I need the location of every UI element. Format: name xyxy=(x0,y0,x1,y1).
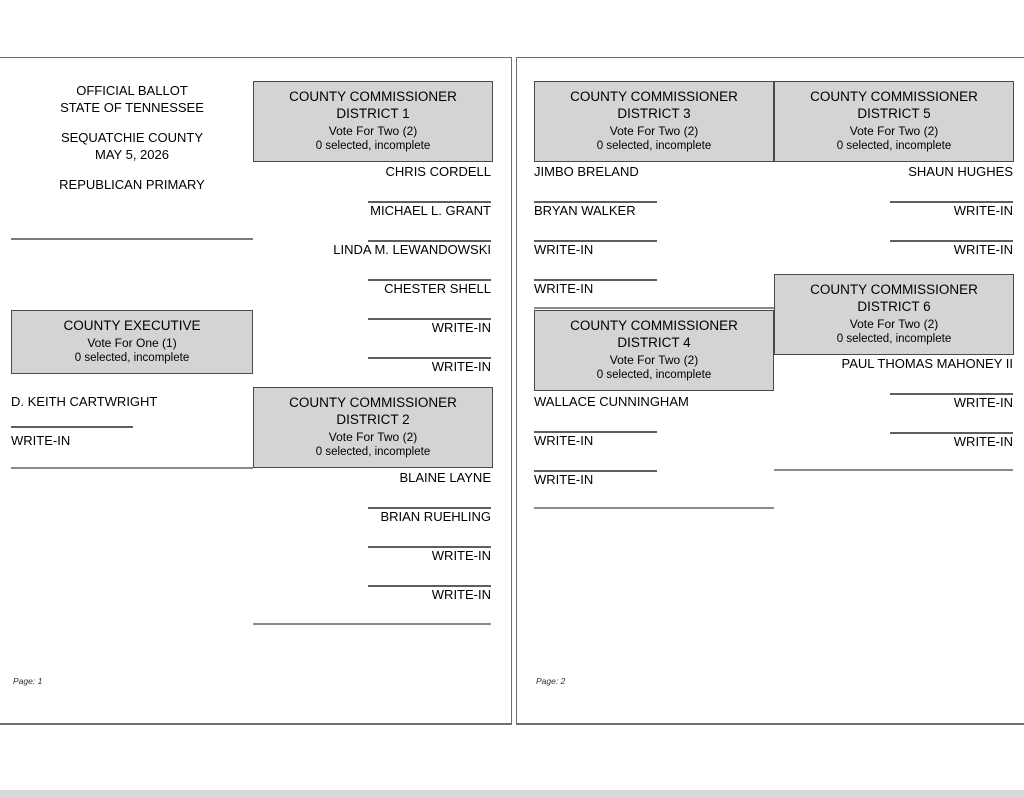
contest-status: 0 selected, incomplete xyxy=(836,333,952,345)
write-in-rule[interactable] xyxy=(890,240,1013,242)
contest-header-county-executive: COUNTY EXECUTIVE Vote For One (1) 0 sele… xyxy=(11,310,253,374)
ballot-header-line-5: REPUBLICAN PRIMARY xyxy=(59,177,205,192)
viewport-bottom-band xyxy=(0,790,1024,798)
contest-end-rule xyxy=(534,307,774,309)
candidate-michael-l-grant[interactable]: MICHAEL L. GRANT xyxy=(370,203,491,218)
contest-title-line-2: DISTRICT 3 xyxy=(617,106,691,121)
candidate-chris-cordell[interactable]: CHRIS CORDELL xyxy=(385,164,491,179)
contest-title-line-2: DISTRICT 2 xyxy=(336,412,410,427)
contest-title-line-2: DISTRICT 5 xyxy=(857,106,931,121)
candidate-chester-shell[interactable]: CHESTER SHELL xyxy=(384,281,491,296)
page-footer-2: Page: 2 xyxy=(536,676,566,686)
ballot-header: OFFICIAL BALLOT STATE OF TENNESSEE SEQUA… xyxy=(11,82,253,193)
contest-end-rule xyxy=(253,623,491,625)
candidate-rule xyxy=(368,240,491,242)
candidate-write-in[interactable]: WRITE-IN xyxy=(534,472,594,487)
contest-status: 0 selected, incomplete xyxy=(836,140,952,152)
candidate-write-in[interactable]: WRITE-IN xyxy=(534,242,594,257)
contest-vote-for: Vote For One (1) xyxy=(87,336,177,350)
candidate-write-in[interactable]: WRITE-IN xyxy=(431,320,491,335)
ballot-header-line-4: MAY 5, 2026 xyxy=(95,147,169,162)
contest-end-rule xyxy=(774,469,1013,471)
write-in-rule[interactable] xyxy=(890,393,1013,395)
contest-title-line-1: COUNTY COMMISSIONER xyxy=(810,89,978,104)
contest-title-line-1: COUNTY COMMISSIONER xyxy=(570,318,738,333)
ballot-header-divider xyxy=(11,238,253,240)
candidate-write-in[interactable]: WRITE-IN xyxy=(534,433,594,448)
candidate-rule xyxy=(368,279,491,281)
ballot-page-1: OFFICIAL BALLOT STATE OF TENNESSEE SEQUA… xyxy=(0,57,512,725)
contest-header-county-commissioner-district-2: COUNTY COMMISSIONER DISTRICT 2 Vote For … xyxy=(253,387,493,468)
contest-status: 0 selected, incomplete xyxy=(74,352,190,364)
candidate-rule xyxy=(368,507,491,509)
contest-title-line-1: COUNTY COMMISSIONER xyxy=(570,89,738,104)
contest-title-line-1: COUNTY COMMISSIONER xyxy=(289,395,457,410)
write-in-rule[interactable] xyxy=(534,470,657,472)
contest-status: 0 selected, incomplete xyxy=(315,446,431,458)
candidate-bryan-walker[interactable]: BRYAN WALKER xyxy=(534,203,636,218)
write-in-rule[interactable] xyxy=(368,585,491,587)
contest-header-county-commissioner-district-4: COUNTY COMMISSIONER DISTRICT 4 Vote For … xyxy=(534,310,774,391)
ballot-header-line-1: OFFICIAL BALLOT xyxy=(76,83,188,98)
contest-title: COUNTY EXECUTIVE xyxy=(63,318,201,333)
page-footer-1: Page: 1 xyxy=(13,676,43,686)
contest-header-county-commissioner-district-1: COUNTY COMMISSIONER DISTRICT 1 Vote For … xyxy=(253,81,493,162)
candidate-shaun-hughes[interactable]: SHAUN HUGHES xyxy=(908,164,1013,179)
contest-title-line-1: COUNTY COMMISSIONER xyxy=(810,282,978,297)
candidate-rule xyxy=(534,201,657,203)
candidate-write-in[interactable]: WRITE-IN xyxy=(534,281,594,296)
candidate-write-in[interactable]: WRITE-IN xyxy=(431,359,491,374)
contest-header-county-commissioner-district-5: COUNTY COMMISSIONER DISTRICT 5 Vote For … xyxy=(774,81,1014,162)
candidate-write-in[interactable]: WRITE-IN xyxy=(953,242,1013,257)
candidate-jimbo-breland[interactable]: JIMBO BRELAND xyxy=(534,164,639,179)
write-in-rule[interactable] xyxy=(890,201,1013,203)
candidate-linda-m-lewandowski[interactable]: LINDA M. LEWANDOWSKI xyxy=(333,242,491,257)
write-in-rule[interactable] xyxy=(534,431,657,433)
contest-status: 0 selected, incomplete xyxy=(596,369,712,381)
contest-vote-for: Vote For Two (2) xyxy=(609,353,699,367)
write-in-rule[interactable] xyxy=(534,279,657,281)
candidate-write-in[interactable]: WRITE-IN xyxy=(953,203,1013,218)
contest-status: 0 selected, incomplete xyxy=(315,140,431,152)
ballot-header-line-2: STATE OF TENNESSEE xyxy=(60,100,204,115)
contest-status: 0 selected, incomplete xyxy=(596,140,712,152)
contest-end-rule xyxy=(534,507,774,509)
candidate-rule xyxy=(368,201,491,203)
candidate-write-in[interactable]: WRITE-IN xyxy=(953,434,1013,449)
contest-title-line-2: DISTRICT 6 xyxy=(857,299,931,314)
write-in-rule[interactable] xyxy=(368,357,491,359)
candidate-write-in[interactable]: WRITE-IN xyxy=(431,548,491,563)
contest-header-county-commissioner-district-3: COUNTY COMMISSIONER DISTRICT 3 Vote For … xyxy=(534,81,774,162)
candidate-wallace-cunningham[interactable]: WALLACE CUNNINGHAM xyxy=(534,394,689,409)
ballot-page-2: COUNTY COMMISSIONER DISTRICT 3 Vote For … xyxy=(516,57,1024,725)
contest-title-line-2: DISTRICT 4 xyxy=(617,335,691,350)
contest-title-line-2: DISTRICT 1 xyxy=(336,106,410,121)
contest-vote-for: Vote For Two (2) xyxy=(328,124,418,138)
candidate-brian-ruehling[interactable]: BRIAN RUEHLING xyxy=(380,509,491,524)
candidate-write-in[interactable]: WRITE-IN xyxy=(11,433,71,448)
ballot-header-line-3: SEQUATCHIE COUNTY xyxy=(60,130,204,145)
contest-vote-for: Vote For Two (2) xyxy=(328,430,418,444)
contest-vote-for: Vote For Two (2) xyxy=(849,317,939,331)
contest-title-line-1: COUNTY COMMISSIONER xyxy=(289,89,457,104)
write-in-rule[interactable] xyxy=(368,318,491,320)
write-in-rule[interactable] xyxy=(368,546,491,548)
contest-vote-for: Vote For Two (2) xyxy=(609,124,699,138)
write-in-rule[interactable] xyxy=(11,426,133,428)
contest-vote-for: Vote For Two (2) xyxy=(849,124,939,138)
candidate-write-in[interactable]: WRITE-IN xyxy=(431,587,491,602)
candidate-blaine-layne[interactable]: BLAINE LAYNE xyxy=(399,470,491,485)
candidate-write-in[interactable]: WRITE-IN xyxy=(953,395,1013,410)
candidate-paul-thomas-mahoney-ii[interactable]: PAUL THOMAS MAHONEY II xyxy=(841,356,1013,371)
contest-header-county-commissioner-district-6: COUNTY COMMISSIONER DISTRICT 6 Vote For … xyxy=(774,274,1014,355)
write-in-rule[interactable] xyxy=(534,240,657,242)
candidate-d-keith-cartwright[interactable]: D. KEITH CARTWRIGHT xyxy=(11,394,158,409)
write-in-rule[interactable] xyxy=(890,432,1013,434)
contest-end-rule xyxy=(11,467,253,469)
